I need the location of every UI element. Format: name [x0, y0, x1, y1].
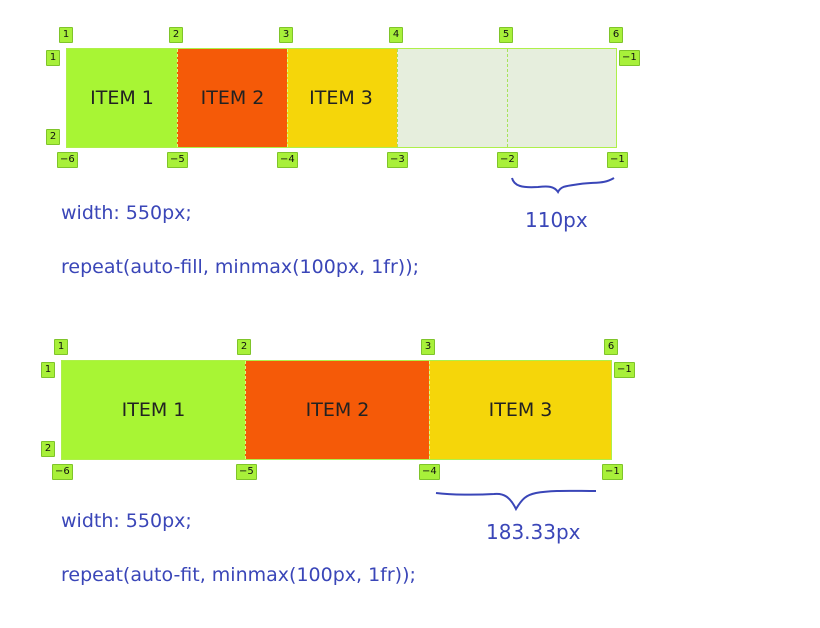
auto-fit-item-2: ITEM 2: [245, 361, 429, 459]
row-number-left: 2: [41, 441, 55, 457]
auto-fit-item-1: ITEM 1: [62, 361, 245, 459]
row-number-left: 1: [46, 50, 60, 66]
line-number-top: 1: [54, 339, 68, 355]
width-code: width: 550px;: [61, 202, 192, 224]
row-number-right: −1: [614, 362, 635, 378]
line-number-bottom: −6: [57, 152, 78, 168]
line-number-top: 6: [609, 27, 623, 43]
empty-track-4: [397, 49, 507, 147]
item-label: ITEM 3: [488, 399, 553, 421]
line-number-bottom: −6: [52, 464, 73, 480]
line-number-top: 3: [279, 27, 293, 43]
width-code: width: 550px;: [61, 510, 192, 532]
line-number-bottom: −1: [602, 464, 623, 480]
row-number-right: −1: [619, 50, 640, 66]
line-number-top: 4: [389, 27, 403, 43]
brace-icon: [511, 177, 615, 194]
auto-fill-grid: ITEM 1 ITEM 2: [66, 48, 617, 148]
line-number-bottom: −2: [497, 152, 518, 168]
template-code: repeat(auto-fit, minmax(100px, 1fr));: [61, 564, 416, 586]
item-label: ITEM 1: [121, 399, 186, 421]
auto-fit-item-3: ITEM 3: [429, 361, 611, 459]
track-size-label: 110px: [525, 208, 588, 232]
line-number-bottom: −5: [236, 464, 257, 480]
auto-fill-item-1: ITEM 1: [67, 49, 177, 147]
item-label: ITEM 2: [200, 87, 265, 109]
line-number-bottom: −1: [607, 152, 628, 168]
template-code: repeat(auto-fill, minmax(100px, 1fr));: [61, 256, 420, 278]
line-number-top: 3: [421, 339, 435, 355]
line-number-bottom: −3: [387, 152, 408, 168]
empty-track-5: [507, 49, 616, 147]
brace-icon: [435, 489, 597, 512]
row-number-left: 1: [41, 362, 55, 378]
item-label: ITEM 1: [90, 87, 154, 109]
line-number-bottom: −5: [167, 152, 188, 168]
line-number-top: 1: [59, 27, 73, 43]
line-number-bottom: −4: [419, 464, 440, 480]
item-label: ITEM 3: [309, 87, 373, 109]
line-number-bottom: −4: [277, 152, 298, 168]
auto-fill-item-3: [287, 49, 397, 147]
item-label: ITEM 2: [305, 399, 370, 421]
auto-fill-item-2: ITEM 2: [177, 49, 287, 147]
line-number-top: 2: [237, 339, 251, 355]
row-number-left: 2: [46, 129, 60, 145]
line-number-top: 2: [169, 27, 183, 43]
line-number-top: 5: [499, 27, 513, 43]
auto-fit-grid: ITEM 1 ITEM 2 ITEM 3: [61, 360, 612, 460]
track-size-label: 183.33px: [486, 520, 581, 544]
line-number-top: 6: [604, 339, 618, 355]
auto-fill-item-3-label: ITEM 3: [286, 48, 396, 148]
